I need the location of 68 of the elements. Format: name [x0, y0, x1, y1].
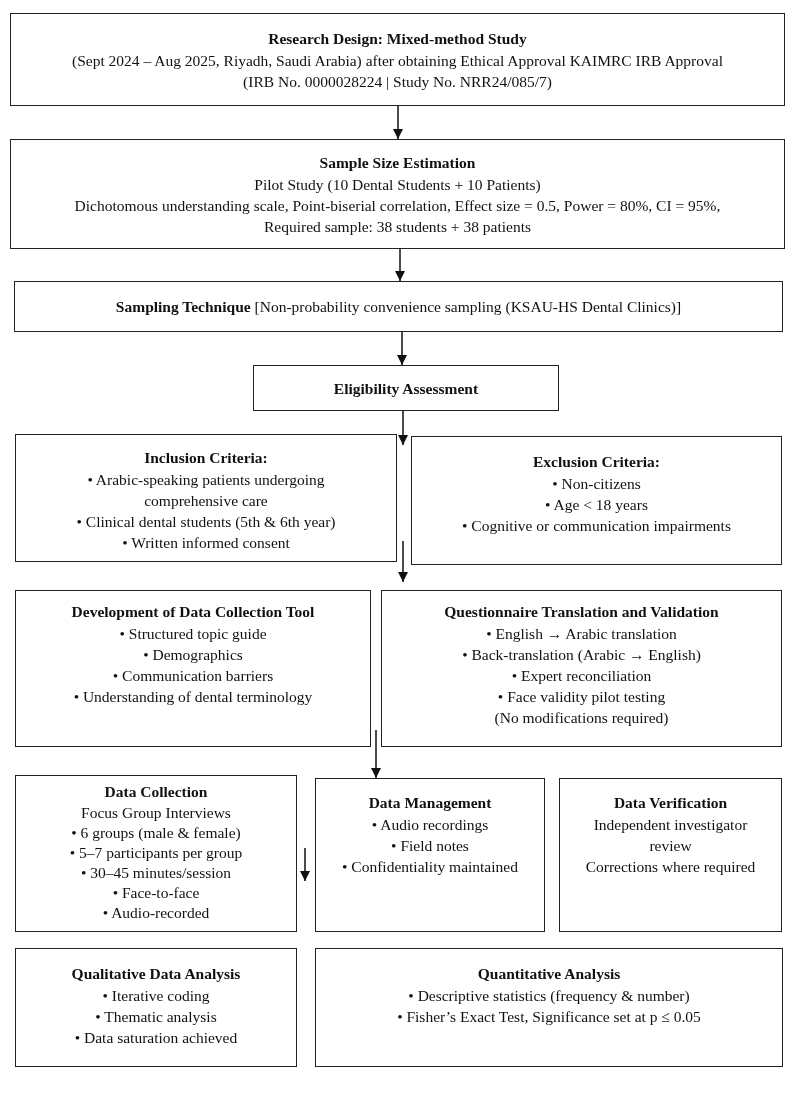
box-text: • Field notes	[391, 836, 469, 856]
box-text: Pilot Study (10 Dental Students + 10 Patients)	[254, 175, 541, 195]
box-text: Dichotomous understanding scale, Point-biserial correlation, Effect size = 0.5, Power = 80%, CI = 95%,	[74, 196, 721, 216]
process-box	[15, 590, 371, 747]
box-text: • 6 groups (male & female)	[71, 823, 241, 843]
box-text: • English → Arabic translation	[486, 624, 677, 644]
box-heading: Eligibility Assessment	[333, 379, 479, 399]
process-box	[315, 778, 545, 932]
process-box	[15, 775, 297, 932]
box-text: • Understanding of dental terminology	[73, 687, 313, 707]
process-box	[411, 436, 782, 565]
box-heading: Sample Size Estimation	[319, 153, 476, 173]
box-text: • Descriptive statistics (frequency & number)	[408, 986, 690, 1006]
box-heading: Quantitative Analysis	[477, 964, 621, 984]
box-text: • Face-to-face	[112, 883, 200, 903]
box-text: • Iterative coding	[102, 986, 210, 1006]
box-text: (Sept 2024 – Aug 2025, Riyadh, Saudi Arabia) after obtaining Ethical Approval KAIMRC IRB Approval	[72, 51, 723, 71]
box-text: • Fisher’s Exact Test, Significance set at p ≤ 0.05	[397, 1007, 701, 1027]
box-text: • Age < 18 years	[545, 495, 648, 515]
arrow	[394, 248, 406, 282]
process-box	[559, 778, 782, 932]
box-text: • Demographics	[143, 645, 243, 665]
box-text: • Communication barriers	[112, 666, 274, 686]
arrow	[299, 847, 311, 882]
box-text: • Non-citizens	[552, 474, 641, 494]
box-text: • Data saturation achieved	[74, 1028, 238, 1048]
arrow	[397, 410, 409, 446]
box-heading: Exclusion Criteria:	[533, 452, 660, 472]
process-box	[10, 13, 785, 106]
box-text: • Audio-recorded	[102, 903, 210, 923]
box-text: • Clinical dental students (5th & 6th year)	[76, 512, 336, 532]
box-text: • Written informed consent	[122, 533, 290, 553]
box-text: • 30–45 minutes/session	[80, 863, 232, 883]
box-text: • Audio recordings	[371, 815, 489, 835]
process-box	[10, 139, 785, 249]
box-text: • Structured topic guide	[119, 624, 267, 644]
box-heading: Questionnaire Translation and Validation	[444, 602, 719, 622]
box-heading: Qualitative Data Analysis	[71, 964, 241, 984]
process-box	[15, 434, 397, 562]
box-heading: Inclusion Criteria:	[144, 448, 268, 468]
box-heading: Data Collection	[104, 782, 208, 802]
box-text: Required sample: 38 students + 38 patients	[263, 217, 531, 237]
box-text: • Face validity pilot testing	[497, 687, 666, 707]
process-box	[14, 281, 783, 332]
arrow	[370, 729, 382, 779]
box-text: Corrections where required	[585, 857, 756, 877]
box-text: • Confidentiality maintained	[342, 857, 518, 877]
box-text: • 5–7 participants per group	[69, 843, 243, 863]
process-box	[315, 948, 783, 1067]
process-box	[15, 948, 297, 1067]
box-text: • Thematic analysis	[95, 1007, 217, 1027]
process-box	[253, 365, 559, 411]
box-text: • Cognitive or communication impairments	[462, 516, 731, 536]
box-heading: Research Design: Mixed-method Study	[268, 29, 527, 49]
box-text: Independent investigator review	[592, 815, 749, 856]
arrow	[396, 331, 408, 366]
box-text: • Expert reconciliation	[511, 666, 652, 686]
box-text: Focus Group Interviews	[81, 803, 231, 823]
box-heading: Data Verification	[613, 793, 728, 813]
arrow	[392, 105, 404, 140]
box-heading: Data Management	[368, 793, 492, 813]
process-box	[381, 590, 782, 747]
box-text: (IRB No. 0000028224 | Study No. NRR24/085/7)	[243, 72, 552, 92]
box-text: • Back-translation (Arabic → English)	[462, 645, 701, 665]
box-heading: Development of Data Collection Tool	[71, 602, 315, 622]
box-text: • Arabic-speaking patients undergoing comprehensive care	[86, 470, 326, 511]
box-text: Sampling Technique [Non-probability convenience sampling (KSAU-HS Dental Clinics)]	[115, 297, 682, 317]
box-text: (No modifications required)	[494, 708, 669, 728]
